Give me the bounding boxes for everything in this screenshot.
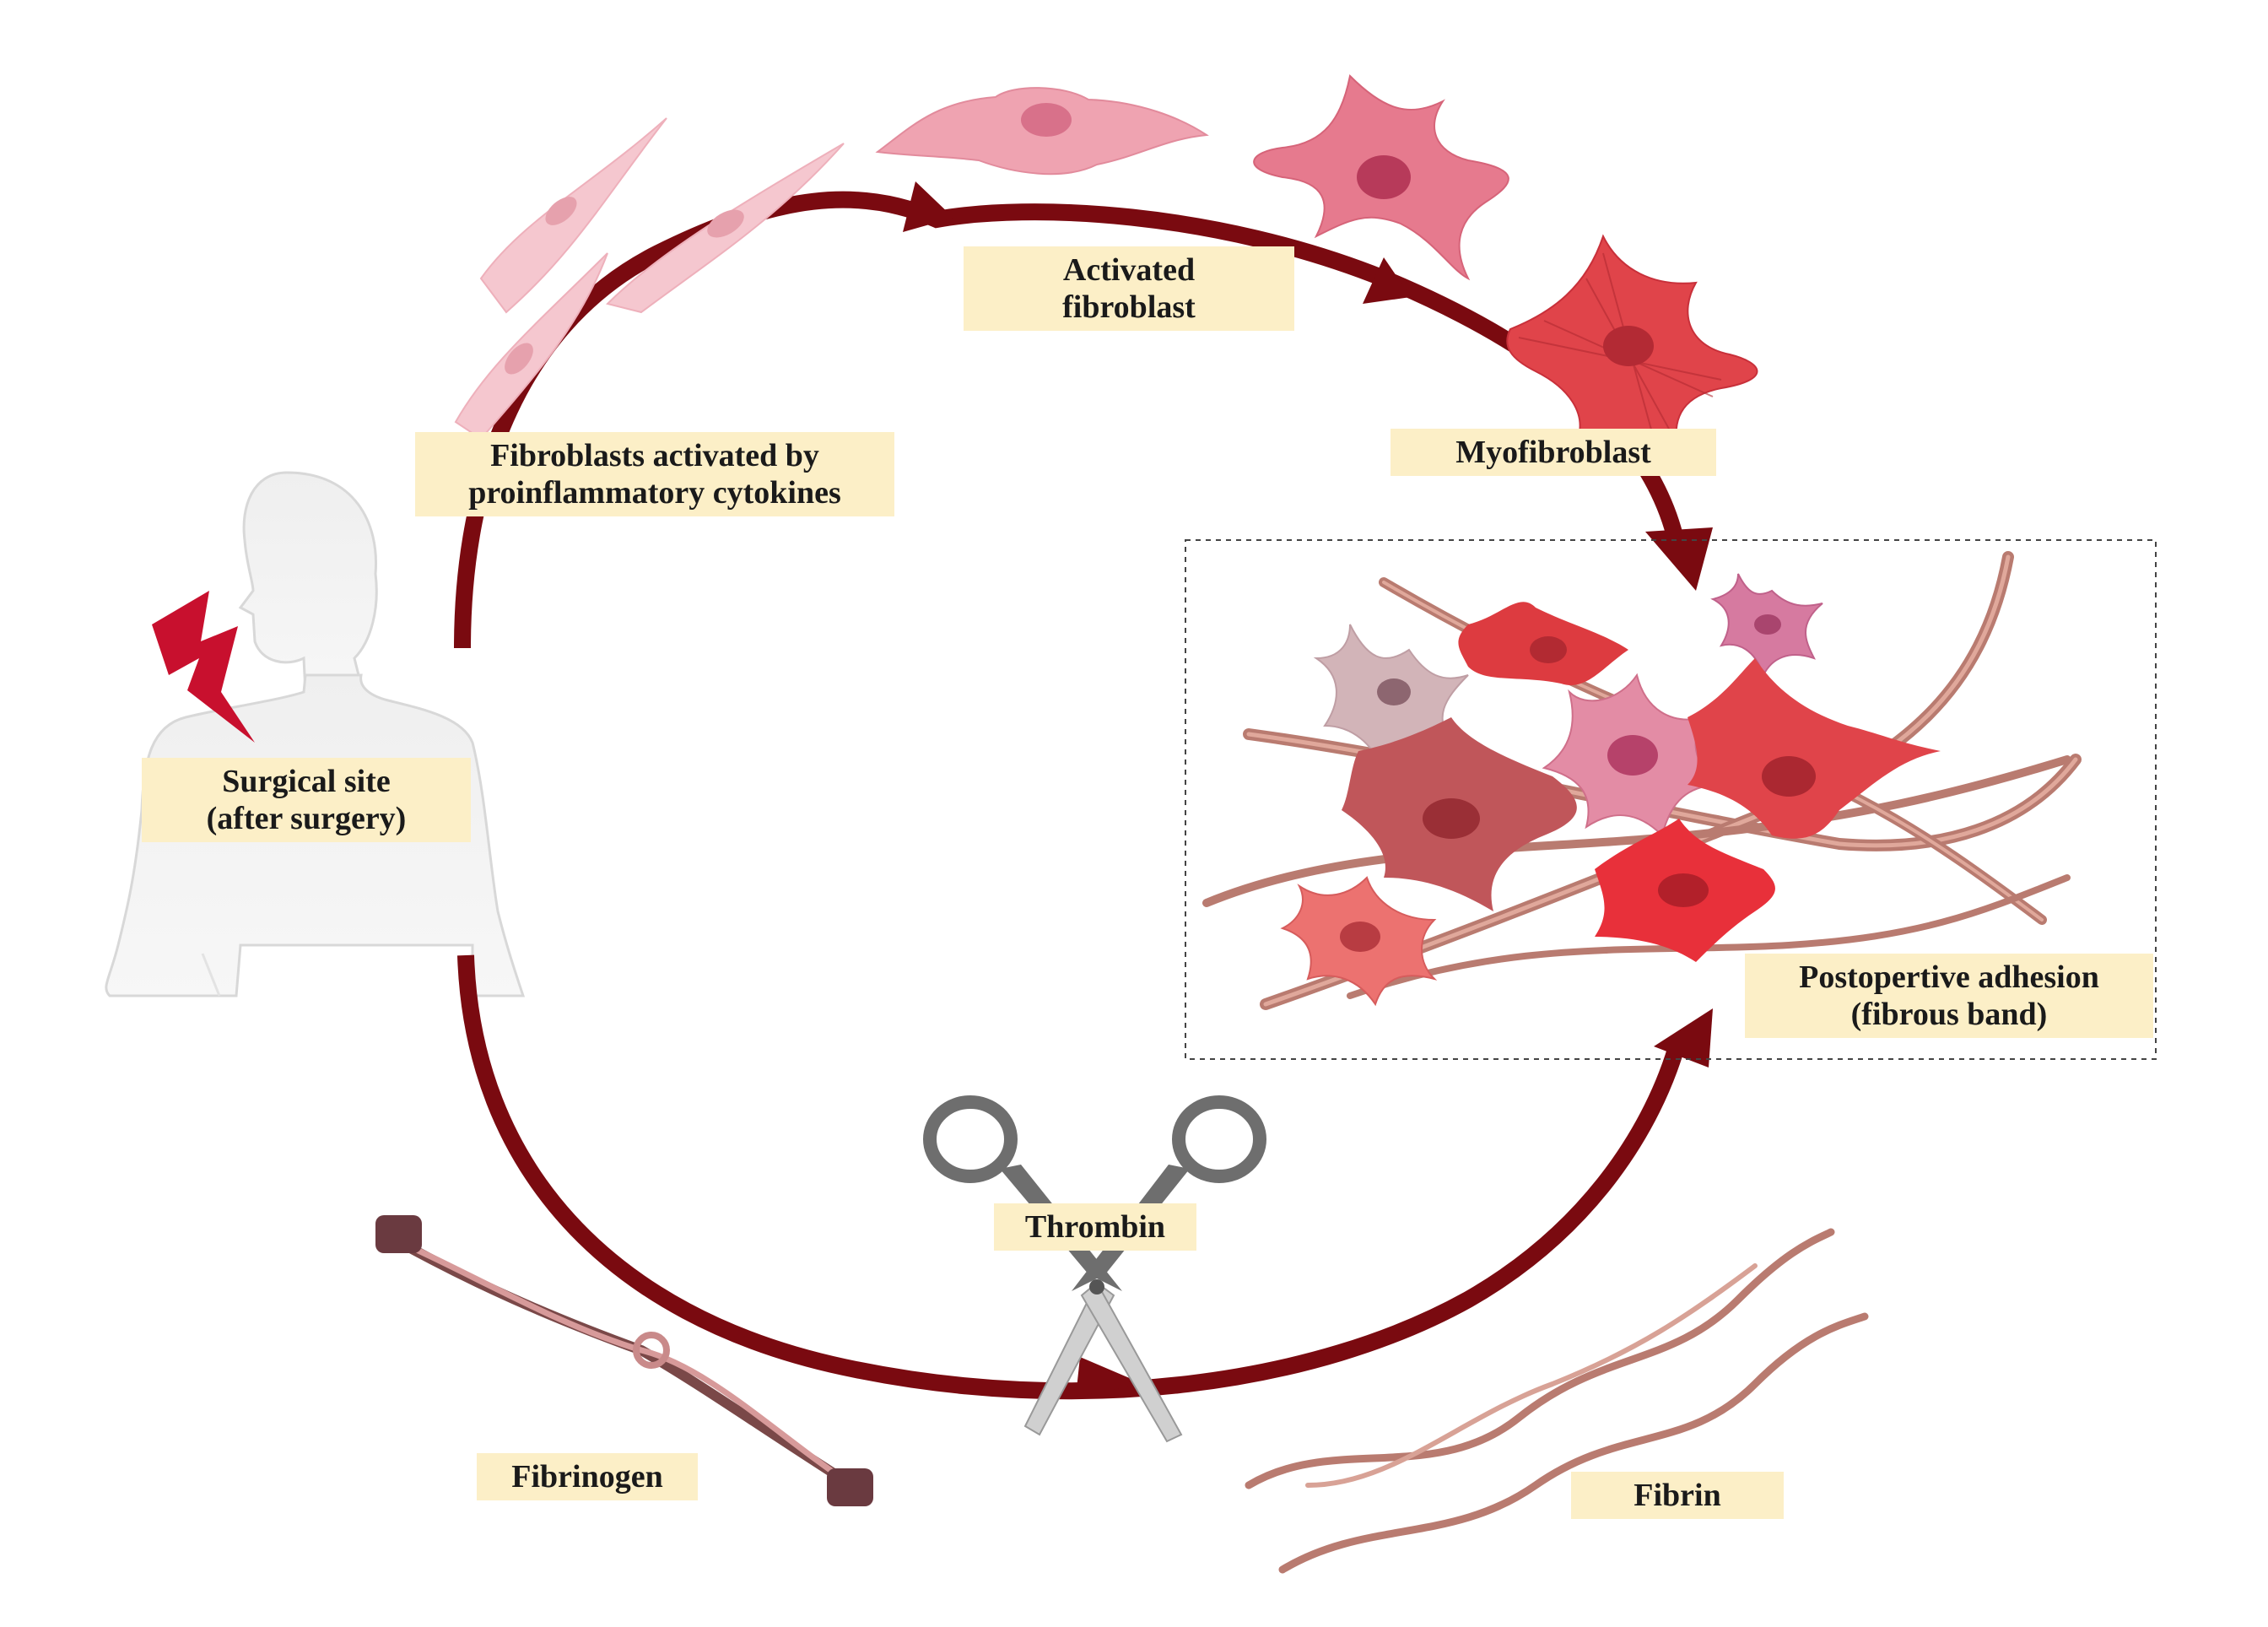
fibroblasts-activated-label: Fibroblasts activated by proinflammatory…: [415, 432, 894, 516]
fibrin-text: Fibrin: [1634, 1478, 1721, 1513]
fibroblasts-activated-line-1: Fibroblasts activated by: [490, 438, 819, 473]
postoperative-adhesion-line-1: Postopertive adhesion: [1799, 959, 2099, 995]
fibroblasts-activated-line-2: proinflammatory cytokines: [468, 475, 841, 511]
activated-fibroblast-line-2: fibroblast: [1062, 289, 1196, 325]
fibrin-label: Fibrin: [1571, 1472, 1784, 1519]
postoperative-adhesion-line-2: (fibrous band): [1850, 997, 2048, 1032]
lightning-icon: [152, 591, 255, 743]
arrowheads: [903, 181, 1713, 1397]
arrowhead-4: [1076, 1357, 1143, 1397]
arrowhead-1: [903, 181, 953, 232]
thrombin-text: Thrombin: [1024, 1209, 1166, 1245]
fibroblast-cell-icon: [454, 117, 845, 441]
activated-fibroblast-line-1: Activated: [1062, 252, 1196, 288]
fibrin-icon: [1245, 1228, 1869, 1574]
arrowhead-2: [1363, 257, 1411, 304]
myofibroblast-label: Myofibroblast: [1390, 429, 1716, 476]
adhesion-cell-red-right: [1688, 658, 1941, 839]
arrowhead-3: [1645, 527, 1713, 591]
postoperative-adhesion-label: Postopertive adhesion (fibrous band): [1745, 954, 2153, 1038]
fibroblast-nucleus: [545, 197, 577, 225]
fibroblast-spindle-1: [479, 117, 667, 314]
activated-fibroblast-cell-icon: [875, 87, 1209, 176]
fibroblast-nucleus: [505, 343, 533, 375]
fibrinogen-icon: [375, 1215, 873, 1506]
adhesion-cells: [1280, 573, 1941, 1007]
thrombin-label: Thrombin: [994, 1203, 1196, 1251]
surgical-site-label: Surgical site (after surgery): [142, 758, 471, 842]
surgical-site-line-2: (after surgery): [206, 801, 407, 836]
adhesion-box: [1185, 539, 2157, 1060]
surgical-site-line-1: Surgical site: [222, 764, 391, 799]
fibrinogen-text: Fibrinogen: [511, 1459, 663, 1495]
fibrinogen-label: Fibrinogen: [477, 1453, 698, 1500]
fibroblast-nucleus: [707, 209, 744, 238]
stellate-fibroblast-cell-icon: [1253, 73, 1509, 281]
myofibroblast-cell-icon: [1506, 234, 1758, 458]
activated-fibroblast-label: Activated fibroblast: [964, 246, 1294, 331]
lower-arc-arrow: [457, 954, 1688, 1400]
myofibroblast-text: Myofibroblast: [1455, 435, 1651, 470]
arrowhead-5: [1654, 1008, 1713, 1068]
